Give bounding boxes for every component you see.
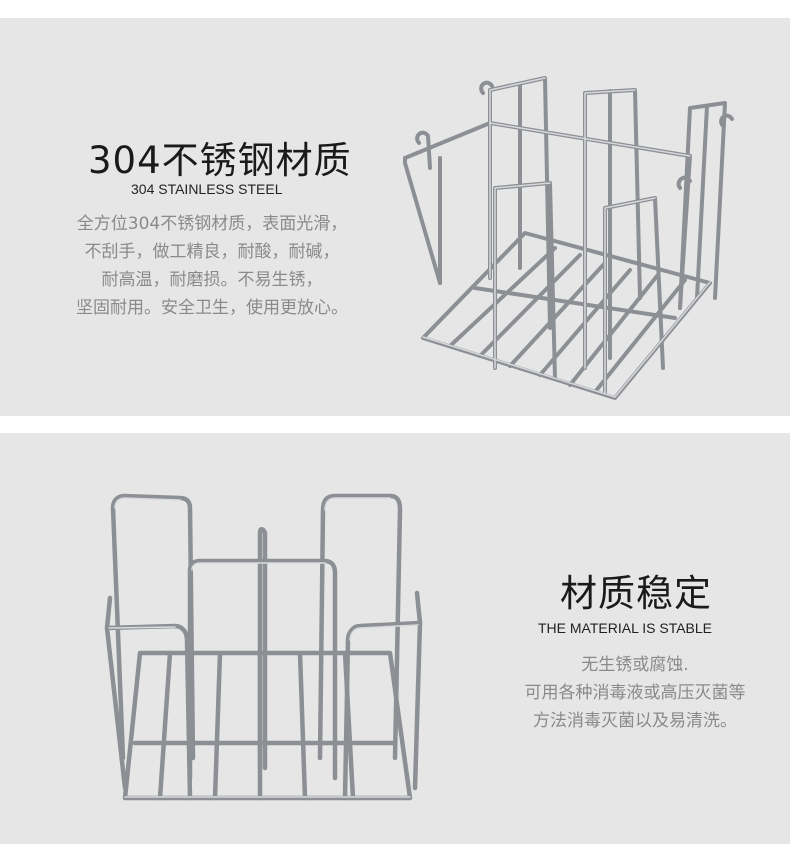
- description-line: 不刮手，做工精良，耐酸，耐碱，: [84, 242, 340, 262]
- section-description-steel: 全方位304不锈钢材质，表面光滑， 不刮手，做工精良，耐酸，耐碱， 耐高温，耐磨…: [52, 210, 372, 322]
- wire-rack-angled-image: [403, 76, 734, 400]
- section-subheading-steel: 304 STAINLESS STEEL: [131, 181, 283, 197]
- section-heading-material: 材质稳定: [560, 572, 712, 615]
- description-line: 坚固耐用。安全卫生，使用更放心。: [76, 298, 348, 318]
- stable-material-panel: 材质稳定 THE MATERIAL IS STABLE 无生锈或腐蚀. 可用各种…: [0, 433, 790, 844]
- description-line: 无生锈或腐蚀.: [581, 655, 689, 675]
- description-line: 方法消毒灭菌以及易清洗。: [533, 711, 737, 731]
- description-line: 可用各种消毒液或高压灭菌等: [524, 683, 746, 703]
- description-line: 耐高温，耐磨损。不易生锈，: [101, 270, 323, 290]
- wire-rack-front-image: [104, 493, 423, 801]
- section-description-material: 无生锈或腐蚀. 可用各种消毒液或高压灭菌等 方法消毒灭菌以及易清洗。: [495, 651, 775, 735]
- description-line: 全方位304不锈钢材质，表面光滑，: [76, 214, 348, 234]
- section-heading-steel: 304不锈钢材质: [88, 139, 352, 182]
- stainless-steel-panel: 304不锈钢材质 304 STAINLESS STEEL 全方位304不锈钢材质…: [0, 18, 790, 416]
- section-subheading-material: THE MATERIAL IS STABLE: [538, 620, 713, 636]
